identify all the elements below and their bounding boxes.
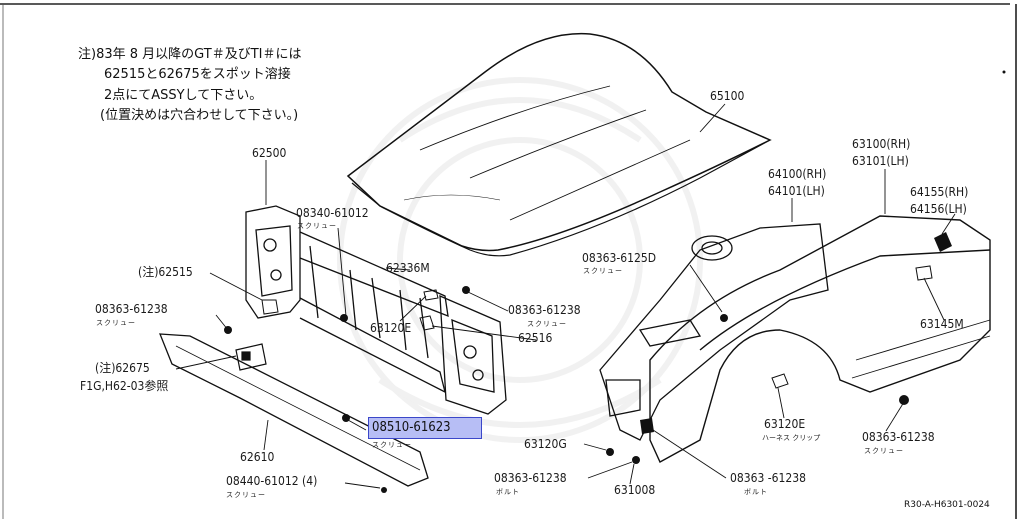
label-64155: 64155(RH) <box>910 185 969 199</box>
label-08440-61012: 08440-61012 (4) <box>226 474 318 488</box>
label-64101: 64101(LH) <box>768 184 825 198</box>
note-line-3: 2点にてASSYして下さい。 <box>104 88 263 103</box>
label-08510-sub: スクリュー <box>372 441 412 449</box>
label-08363-6125d: 08363-6125D <box>582 251 657 265</box>
fender-63100 <box>649 215 991 463</box>
label-63120g: 63120G <box>524 437 567 451</box>
label-08340-61012: 08340-61012 <box>296 206 369 220</box>
label-08363-mid-sub: スクリュー <box>527 320 567 328</box>
label-63101: 63101(LH) <box>852 154 909 168</box>
bolt-8363-right-small <box>640 418 654 434</box>
bolt-right <box>899 395 909 405</box>
label-62675: (注)62675 <box>95 361 150 375</box>
note-line-1: 注)83年 8 月以降のGT＃及びTI＃には <box>78 47 302 62</box>
label-63100: 63100(RH) <box>852 137 911 151</box>
clip-62515 <box>261 299 279 315</box>
corner-dot <box>1002 70 1006 74</box>
label-62516: 62516 <box>518 331 553 345</box>
label-63120e-right: 63120E <box>764 417 806 431</box>
label-08363-61238-left: 08363-61238 <box>95 302 168 316</box>
label-63120e-right-sub: ハーネス クリップ <box>762 434 821 442</box>
note-line-4: (位置決めは穴合わせして下さい。) <box>100 108 299 123</box>
watermark <box>337 77 703 443</box>
label-64156: 64156(LH) <box>910 202 967 216</box>
label-08340-sub: スクリュー <box>297 222 337 230</box>
screw-08340 <box>340 314 348 322</box>
label-6125d-sub: スクリュー <box>583 267 623 275</box>
clip-63145m <box>915 265 933 281</box>
hood-65100 <box>346 32 772 257</box>
label-63145m: 63145M <box>920 317 964 331</box>
screw-08440 <box>381 487 387 493</box>
label-08363-61238-mid: 08363-61238 <box>508 303 581 317</box>
label-08510-61623[interactable]: 08510-61623 <box>372 420 451 435</box>
label-08363-61238-bolt2: 08363 -61238 <box>730 471 806 485</box>
label-08363-left-sub: スクリュー <box>96 319 136 327</box>
clip-63120e-right <box>771 373 789 389</box>
clip-64155 <box>934 232 952 252</box>
label-64100: 64100(RH) <box>768 167 827 181</box>
bracket-62675 <box>235 343 267 371</box>
label-62515: (注)62515 <box>138 265 193 279</box>
clip-63120e-left <box>423 289 439 301</box>
note-line-2: 62515と62675をスポット溶接 <box>104 67 291 82</box>
label-08440-sub: スクリュー <box>226 491 266 499</box>
label-631008: 631008 <box>614 483 656 497</box>
reference-code: R30-A-H6301-0024 <box>904 500 990 510</box>
clip-62516 <box>419 315 435 331</box>
bolt-bottom <box>632 456 640 464</box>
label-bolt-sub: ボルト <box>496 488 520 496</box>
label-08363-61238-right: 08363-61238 <box>862 430 935 444</box>
label-08363-right-sub: スクリュー <box>864 447 904 455</box>
front-panel-62610 <box>159 333 429 487</box>
label-65100: 65100 <box>710 89 745 103</box>
highlight-box <box>368 417 482 439</box>
label-62675-ref: F1G,H62-03参照 <box>80 379 169 393</box>
label-63120e-left: 63120E <box>370 321 412 335</box>
apron-64100 <box>599 223 829 441</box>
radiator-support-62500 <box>245 205 507 415</box>
bolt-63120g <box>606 448 614 456</box>
label-bolt2-sub: ボルト <box>744 488 768 496</box>
label-62500: 62500 <box>252 146 287 160</box>
leader-lines <box>175 103 956 489</box>
label-08363-61238-bolt: 08363-61238 <box>494 471 567 485</box>
screw-6125d <box>720 314 728 322</box>
label-62336m: 62336M <box>386 261 430 275</box>
label-62610: 62610 <box>240 450 275 464</box>
